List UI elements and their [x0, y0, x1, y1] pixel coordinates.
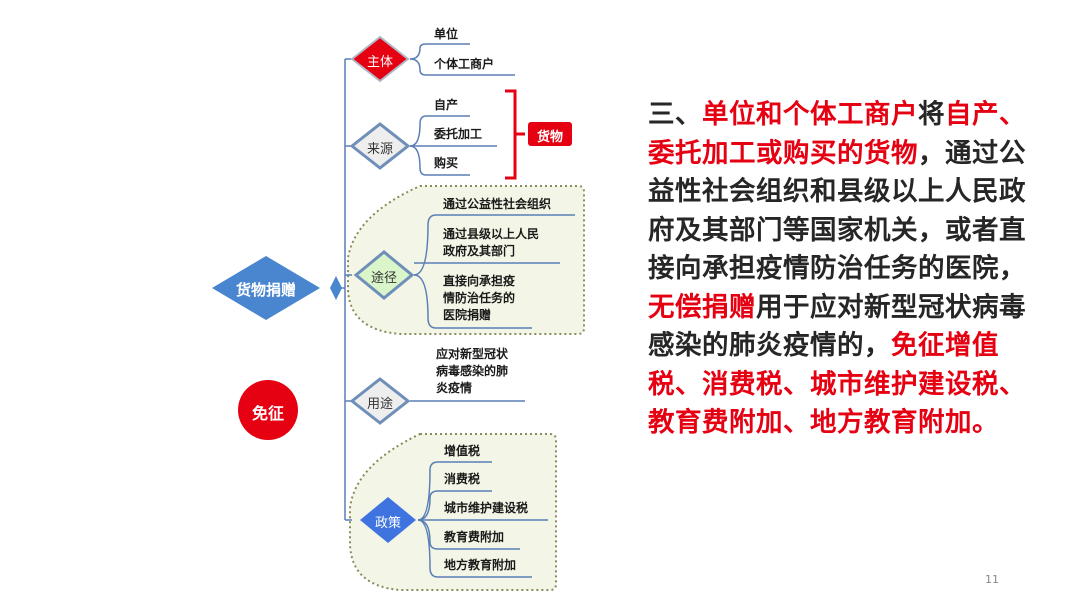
branch-purpose[interactable]: 用途	[366, 397, 393, 412]
leaf-self-produced[interactable]: 自产	[434, 98, 459, 112]
leaf-individual-business[interactable]: 个体工商户	[434, 57, 495, 71]
exempt-circle	[238, 380, 298, 440]
leaf-education-surcharge[interactable]: 教育费附加	[444, 530, 505, 544]
branch-policy[interactable]: 政策	[374, 516, 401, 531]
para-segment: 三、	[648, 99, 702, 130]
leaf-line: 医院捐赠	[443, 308, 492, 322]
branch-route[interactable]: 途径	[370, 271, 397, 286]
para-segment-highlight: 单位和个体工商户	[702, 99, 918, 130]
leaf-line: 情防治任务的	[443, 291, 516, 305]
para-segment-highlight: 免征增值税、消费税、城市维护建设税、教育费附加、地方教育附加。	[648, 330, 1026, 438]
policy-paragraph: 三、单位和个体工商户将自产、委托加工或购买的货物，通过公益性社会组织和县级以上人…	[648, 96, 1033, 443]
root-node-label: 货物捐赠	[235, 281, 296, 299]
para-segment: 用于应对新型冠状病毒感染的肺炎疫情的，	[648, 291, 1026, 362]
goods-tag: 货物	[536, 130, 563, 145]
leaf-line: 应对新型冠状	[436, 347, 509, 361]
goods-tag-bg	[528, 122, 572, 146]
leaf-purchased[interactable]: 购买	[434, 156, 459, 170]
para-segment-highlight: 自产、委托加工或购买的货物	[648, 99, 1026, 169]
root-collapse-handle	[330, 276, 342, 300]
leaf-route-government[interactable]: 通过县级以上人民 政府及其部门	[443, 226, 539, 260]
leaf-route-hospital[interactable]: 直接向承担疫 情防治任务的 医院捐赠	[443, 273, 515, 324]
exempt-badge-label: 免征	[251, 404, 284, 423]
leaf-vat[interactable]: 增值税	[444, 444, 481, 458]
leaf-line: 通过县级以上人民	[443, 227, 540, 241]
leaf-route-social-org[interactable]: 通过公益性社会组织	[443, 197, 552, 211]
branch-subject[interactable]: 主体	[366, 55, 393, 70]
page-number: 11	[985, 573, 999, 586]
leaf-purpose[interactable]: 应对新型冠状 病毒感染的肺 炎疫情	[436, 346, 508, 397]
leaf-line: 政府及其部门	[443, 244, 516, 258]
leaf-local-education-surcharge[interactable]: 地方教育附加	[444, 558, 517, 572]
root-diamond	[212, 256, 320, 320]
leaf-urban-maintenance-tax[interactable]: 城市维护建设税	[444, 501, 529, 515]
branch-source[interactable]: 来源	[366, 142, 393, 157]
leaf-line: 炎疫情	[436, 381, 473, 395]
para-segment: 将	[918, 99, 945, 130]
para-segment-highlight: 无偿捐赠	[648, 291, 756, 323]
leaf-consumption-tax[interactable]: 消费税	[444, 472, 481, 486]
para-segment: ，通过公益性社会组织和县级以上人民政府及其部门等国家机关，或者直接向承担疫情防治…	[648, 137, 1026, 285]
leaf-unit[interactable]: 单位	[434, 27, 459, 41]
leaf-line: 直接向承担疫	[443, 274, 516, 288]
leaf-commissioned[interactable]: 委托加工	[434, 127, 483, 141]
route-group-box	[347, 185, 585, 335]
policy-group-box	[349, 433, 557, 591]
leaf-line: 病毒感染的肺	[436, 364, 509, 378]
